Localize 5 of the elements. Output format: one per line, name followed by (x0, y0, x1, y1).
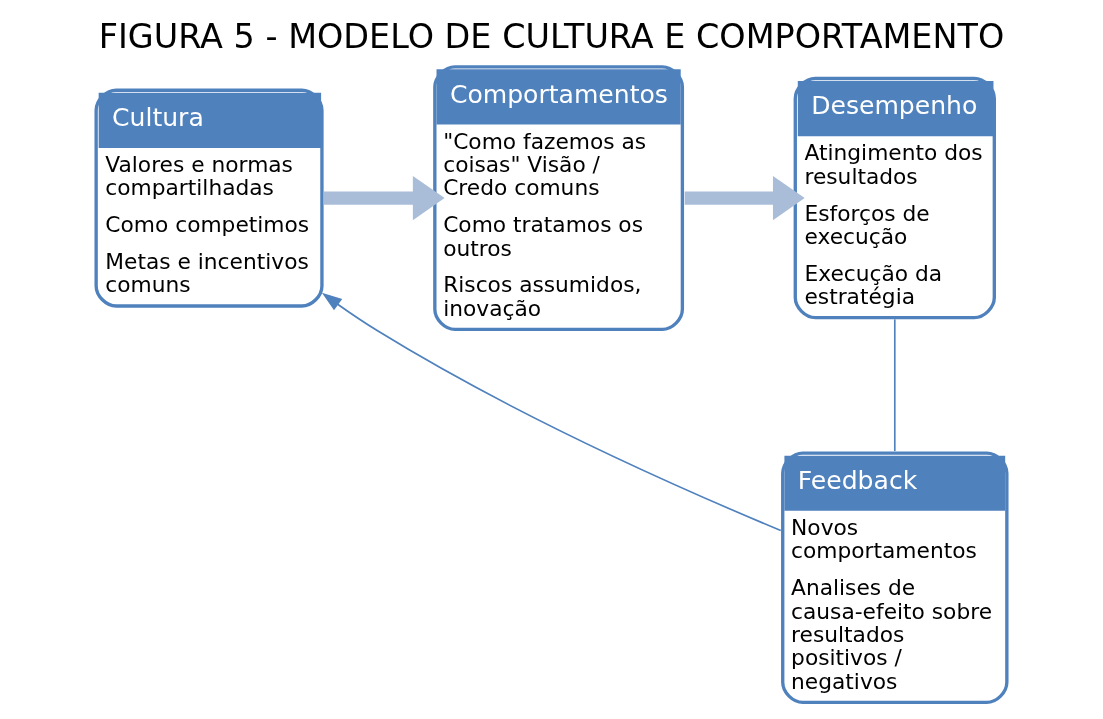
arrow (684, 175, 805, 221)
arrow (323, 175, 445, 221)
diagram-title: FIGURA 5 - MODELO DE CULTURA E COMPORTAMENTO (98, 17, 1005, 57)
connector (893, 318, 896, 452)
arrow (321, 292, 782, 532)
